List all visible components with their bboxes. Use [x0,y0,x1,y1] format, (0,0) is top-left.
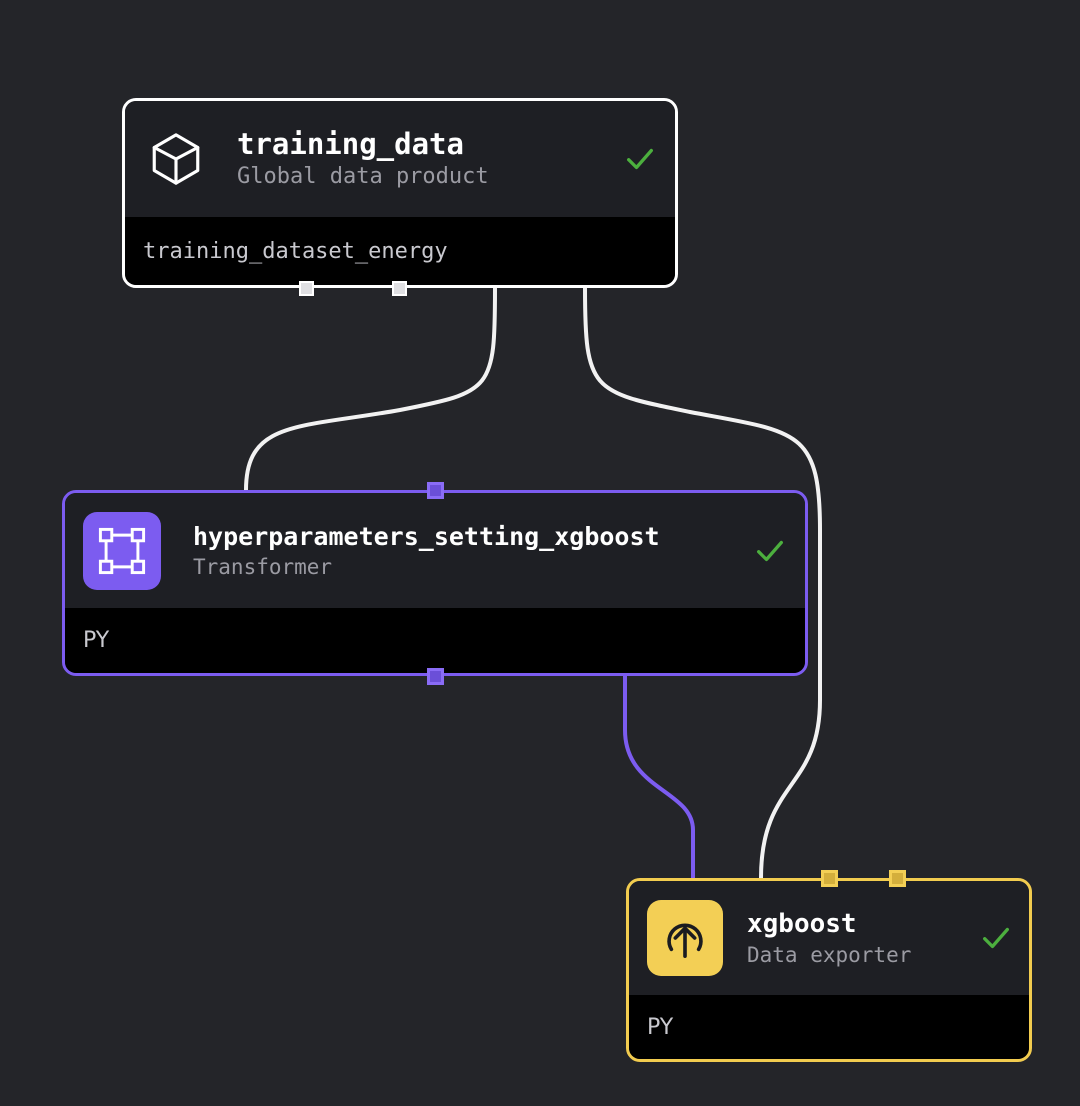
node-text-block: hyperparameters_setting_xgboost Transfor… [193,520,753,582]
node-hyperparameters-setting-xgboost[interactable]: hyperparameters_setting_xgboost Transfor… [62,490,808,676]
node-title: training_data [237,127,464,161]
check-icon [623,142,657,176]
node-header: training_data Global data product [125,101,675,217]
node-subtitle: Data exporter [747,942,912,967]
node-header: hyperparameters_setting_xgboost Transfor… [65,493,805,608]
edge-hyperparameters-to-xgboost [623,674,695,880]
port-in-2[interactable] [889,870,906,887]
port-in-1[interactable] [821,870,838,887]
node-title: xgboost [747,908,857,939]
node-text-block: xgboost Data exporter [747,907,979,970]
node-footer-label: PY [65,608,805,673]
transform-frame-icon [83,511,161,590]
edge-training-to-hyperparameters [244,286,497,492]
port-out-2[interactable] [392,281,407,296]
check-icon [753,534,787,568]
node-title: hyperparameters_setting_xgboost [193,521,660,551]
node-header: xgboost Data exporter [629,881,1029,995]
upload-arc-icon [647,900,723,976]
node-training-data[interactable]: training_data Global data product traini… [122,98,678,288]
node-footer-label: training_dataset_energy [125,217,675,285]
port-in-top[interactable] [427,482,444,499]
node-subtitle: Transformer [193,554,333,579]
check-icon [979,921,1013,955]
port-out-1[interactable] [299,281,314,296]
port-out-bottom[interactable] [427,668,444,685]
node-footer-label: PY [629,995,1029,1059]
node-xgboost[interactable]: xgboost Data exporter PY [626,878,1032,1062]
node-text-block: training_data Global data product [237,126,623,192]
cube-icon [147,130,205,188]
node-subtitle: Global data product [237,164,489,189]
